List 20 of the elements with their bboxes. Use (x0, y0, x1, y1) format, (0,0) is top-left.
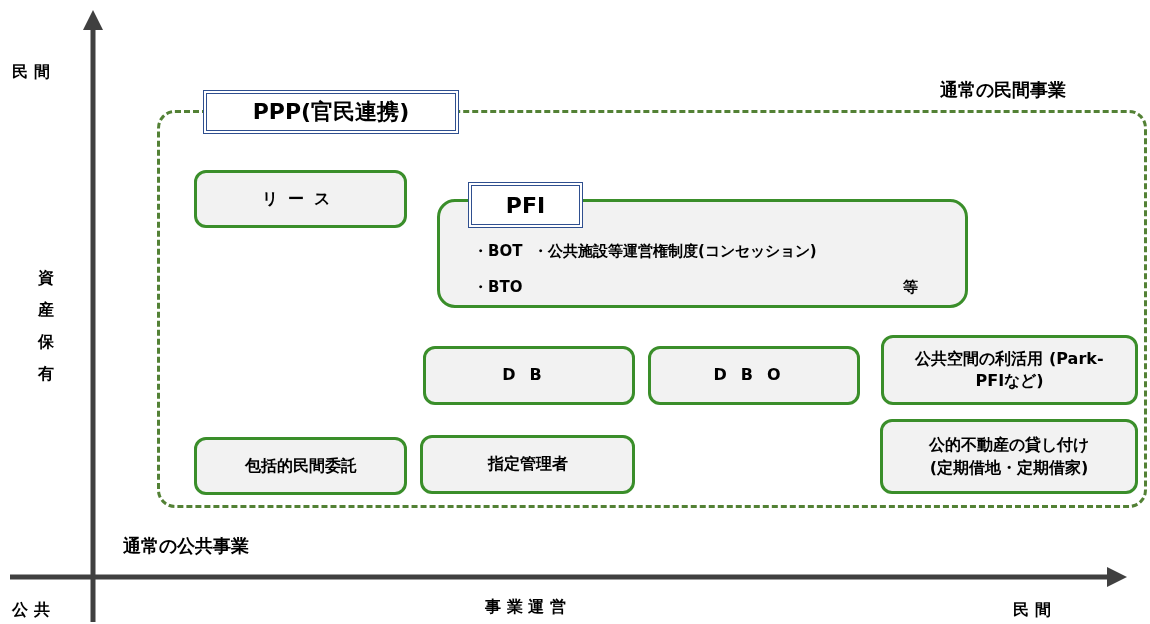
region-label: 通常の公共事業 (123, 534, 249, 558)
axis-label: 資産保有 (38, 267, 55, 385)
category-box: 公的不動産の貸し付け (定期借地・定期借家) (880, 419, 1138, 494)
axis-label: 民 間 (12, 62, 50, 83)
axis-label: 事 業 運 営 (485, 597, 566, 618)
list-item: ・公共施設等運営権制度(コンセッション) (533, 242, 817, 261)
axis-label: 民 間 (1013, 600, 1051, 621)
list-item: ・BOT (473, 242, 523, 261)
region-label: 通常の民間事業 (940, 78, 1066, 102)
category-box: DBO (648, 346, 860, 405)
category-box: DB (423, 346, 635, 405)
category-box: 指定管理者 (420, 435, 635, 494)
category-box: 公共空間の利活用 (Park-PFIなど) (881, 335, 1138, 405)
category-box: 包括的民間委託 (194, 437, 407, 495)
list-item: ・BTO (473, 278, 523, 297)
heading-tab: PFI (468, 182, 583, 228)
category-box: リース (194, 170, 407, 228)
heading-tab: PPP(官民連携) (203, 90, 459, 134)
note-text: 等 (903, 278, 918, 297)
axis-label: 公 共 (12, 600, 50, 621)
